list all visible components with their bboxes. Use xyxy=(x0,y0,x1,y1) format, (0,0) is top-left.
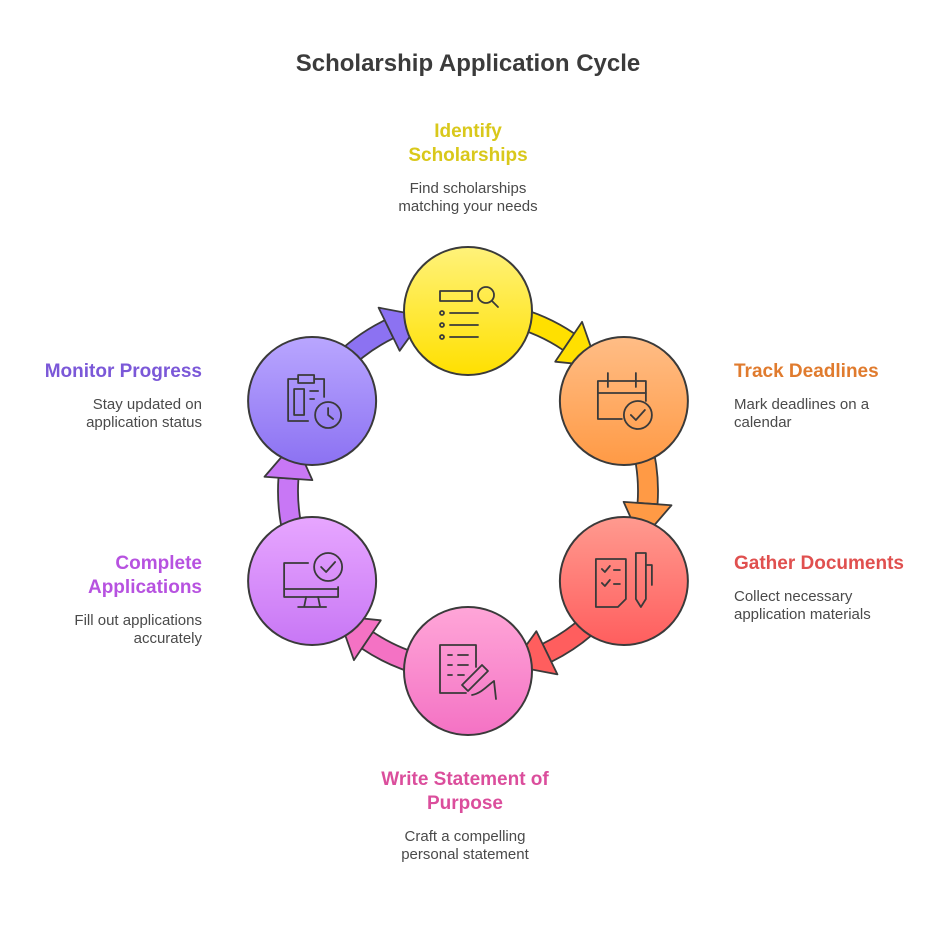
step-3-desc-line-1: Collect necessary xyxy=(734,588,853,605)
step-5-label-line-1: Complete xyxy=(115,553,202,574)
step-5-circle xyxy=(247,516,378,646)
step-4-desc-line-1: Craft a compelling xyxy=(404,828,526,845)
step-1-node xyxy=(403,246,533,376)
step-2-label-line-1: Track Deadlines xyxy=(734,361,879,382)
step-3-node xyxy=(558,516,689,646)
step-3-desc-line-2: application materials xyxy=(734,606,871,623)
step-5-label-line-2: Applications xyxy=(87,577,202,598)
search-list-icon xyxy=(439,286,499,340)
step-4-description: Craft a compelling personal statement xyxy=(345,828,585,864)
step-5-node xyxy=(247,516,378,646)
step-2-desc-line-1: Mark deadlines on a xyxy=(734,396,870,413)
step-1-label-line-1: Identify xyxy=(434,121,502,142)
step-2-label: Track Deadlines xyxy=(734,360,924,384)
step-1-description: Find scholarships matching your needs xyxy=(368,180,568,216)
calendar-check-icon xyxy=(596,372,653,430)
step-4-node xyxy=(403,606,533,736)
step-3-label-line-1: Gather Documents xyxy=(734,553,904,574)
step-1-desc-line-2: matching your needs xyxy=(398,198,538,215)
step-5-desc-line-2: accurately xyxy=(133,630,202,647)
step-2-node xyxy=(558,336,689,466)
step-4-desc-line-2: personal statement xyxy=(401,846,529,863)
step-2-description: Mark deadlines on a calendar xyxy=(734,396,924,432)
step-4-label: Write Statement of Purpose xyxy=(345,768,585,816)
step-4-circle xyxy=(403,606,533,736)
step-3-label: Gather Documents xyxy=(734,552,929,576)
step-1-label: Identify Scholarships xyxy=(368,120,568,168)
checklist-pen-icon xyxy=(594,552,653,608)
step-6-circle xyxy=(247,336,378,466)
step-5-description: Fill out applications accurately xyxy=(12,612,202,648)
step-3-circle xyxy=(558,516,689,646)
step-4-label-line-1: Write Statement of xyxy=(381,769,549,790)
step-1-label-line-2: Scholarships xyxy=(408,145,528,166)
step-1-desc-line-1: Find scholarships xyxy=(409,180,527,197)
step-6-description: Stay updated on application status xyxy=(12,396,202,432)
step-6-label-line-1: Monitor Progress xyxy=(44,361,202,382)
step-2-circle xyxy=(558,336,689,466)
cycle-nodes xyxy=(247,246,689,736)
step-4-label-line-2: Purpose xyxy=(426,793,504,814)
step-6-label: Monitor Progress xyxy=(12,360,202,384)
step-1-circle xyxy=(403,246,533,376)
step-5-label: Complete Applications xyxy=(12,552,202,600)
step-3-description: Collect necessary application materials xyxy=(734,588,929,624)
step-6-node xyxy=(247,336,378,466)
monitor-check-icon xyxy=(283,552,344,608)
clipboard-clock-icon xyxy=(287,374,343,429)
step-6-desc-line-1: Stay updated on xyxy=(92,396,202,413)
page-title: Scholarship Application Cycle xyxy=(295,50,641,77)
step-6-desc-line-2: application status xyxy=(86,414,202,431)
step-5-desc-line-1: Fill out applications xyxy=(74,612,202,629)
step-2-desc-line-2: calendar xyxy=(734,414,792,431)
writing-hand-icon xyxy=(439,644,497,700)
